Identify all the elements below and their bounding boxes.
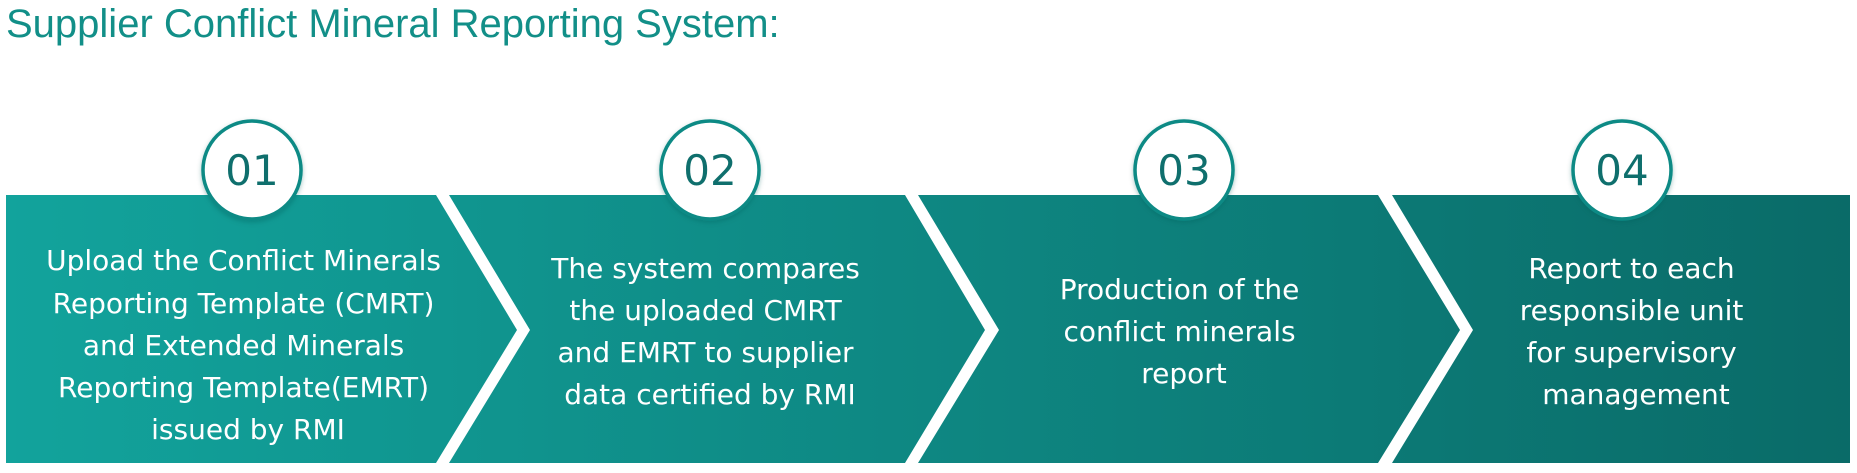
step-1-badge	[201, 119, 303, 221]
step-4-badge	[1571, 119, 1673, 221]
step-4-chevron	[1392, 195, 1850, 463]
step-3-number: 03	[1157, 146, 1210, 195]
step-2-description: The system compares the uploaded CMRT an…	[550, 252, 868, 411]
step-3-description: Production of the conflict minerals repo…	[1060, 273, 1309, 390]
page-title: Supplier Conflict Mineral Reporting Syst…	[6, 2, 780, 46]
step-1-number: 01	[225, 146, 278, 195]
step-2-chevron	[449, 195, 985, 463]
step-3-badge	[1133, 119, 1235, 221]
step-3-chevron	[918, 195, 1460, 463]
step-3: Production of the conflict minerals repo…	[918, 119, 1460, 463]
step-1: Upload the Conflict Minerals Reporting T…	[6, 119, 517, 463]
step-2-number: 02	[683, 146, 736, 195]
step-1-description: Upload the Conflict Minerals Reporting T…	[46, 244, 450, 446]
step-1-chevron	[6, 195, 517, 463]
step-4-number: 04	[1595, 146, 1648, 195]
step-4-description: Report to each responsible unit for supe…	[1520, 252, 1753, 411]
step-4: Report to each responsible unit for supe…	[1392, 119, 1850, 463]
step-2: The system compares the uploaded CMRT an…	[449, 119, 985, 463]
step-2-badge	[659, 119, 761, 221]
